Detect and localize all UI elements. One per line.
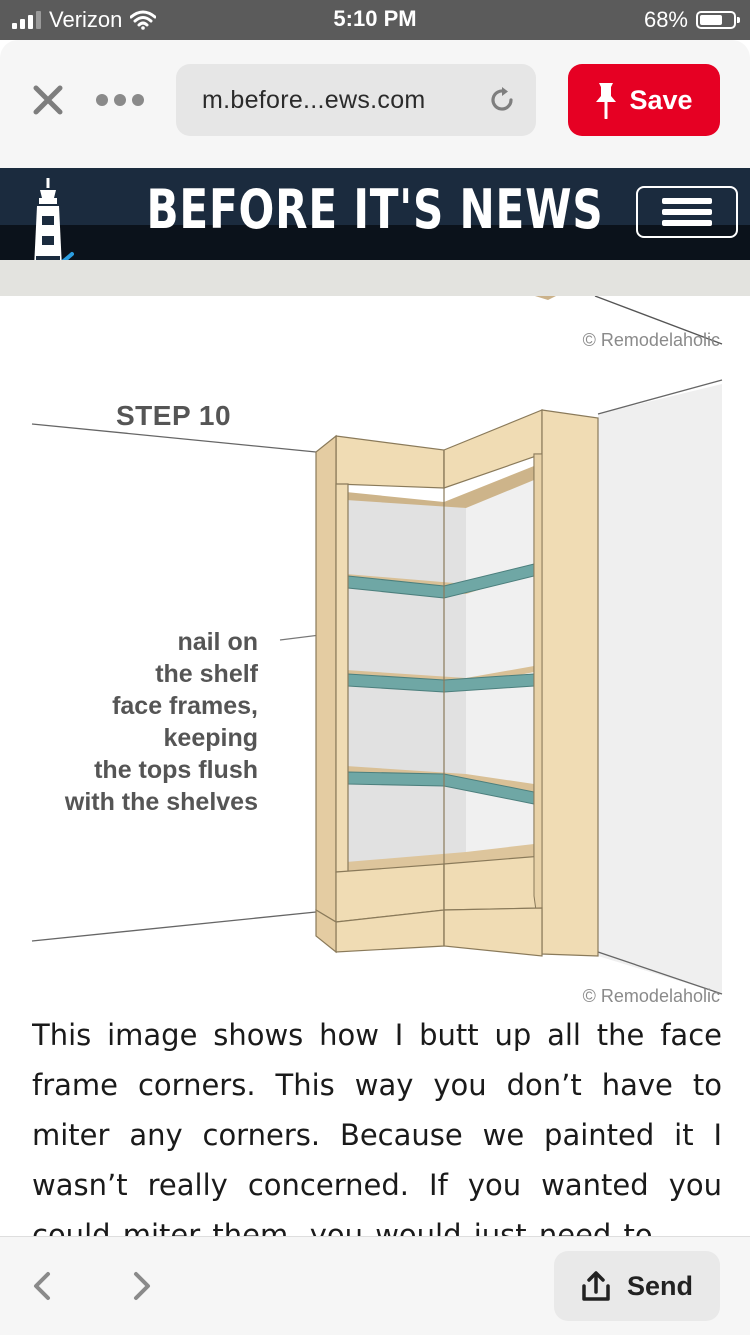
bottom-toolbar: Send — [0, 1236, 750, 1335]
battery-icon — [696, 11, 740, 29]
header-divider — [0, 260, 750, 296]
status-left: Verizon — [12, 6, 157, 34]
signal-icon — [12, 11, 41, 29]
url-bar[interactable]: m.before...ews.com — [176, 64, 536, 136]
status-time: 5:10 PM — [333, 6, 417, 31]
image-credit-bottom: © Remodelaholic — [582, 986, 720, 1006]
callout-line: keeping — [163, 724, 258, 752]
status-right: 68% — [643, 6, 740, 34]
bookshelf-illustration — [31, 296, 723, 995]
browser-toolbar: m.before...ews.com Save — [0, 40, 750, 168]
battery-percent: 68% — [643, 7, 688, 32]
hamburger-menu-button[interactable] — [636, 186, 738, 238]
callout-text: nail on the shelf face frames, keeping t… — [65, 626, 258, 818]
site-title[interactable]: BEFORE IT'S NEWS — [146, 178, 604, 241]
callout-line: nail on — [177, 628, 258, 656]
share-icon — [582, 1271, 610, 1301]
back-icon[interactable] — [30, 1271, 54, 1301]
wifi-icon — [130, 10, 157, 30]
site-header: BEFORE IT'S NEWS — [0, 168, 750, 284]
callout-line: the tops flush — [94, 756, 258, 784]
save-button[interactable]: Save — [568, 64, 720, 136]
callout-line: with the shelves — [64, 788, 258, 816]
status-bar: Verizon 5:10 PM 68% — [0, 0, 750, 40]
close-icon[interactable] — [28, 80, 68, 120]
pin-icon — [596, 83, 617, 119]
send-button-label: Send — [626, 1270, 693, 1301]
article-paragraph: This image shows how I butt up all the f… — [32, 1018, 722, 1240]
reload-icon[interactable] — [486, 84, 518, 116]
forward-icon[interactable] — [130, 1271, 154, 1301]
image-credit-top: © Remodelaholic — [582, 330, 720, 350]
url-text: m.before...ews.com — [202, 86, 426, 114]
callout-line: face frames, — [112, 692, 258, 720]
more-icon[interactable] — [96, 92, 148, 108]
save-button-label: Save — [629, 84, 693, 115]
step-label: STEP 10 — [116, 400, 232, 431]
callout-line: the shelf — [155, 660, 258, 688]
send-button[interactable]: Send — [554, 1251, 720, 1321]
carrier-name: Verizon — [49, 7, 123, 32]
